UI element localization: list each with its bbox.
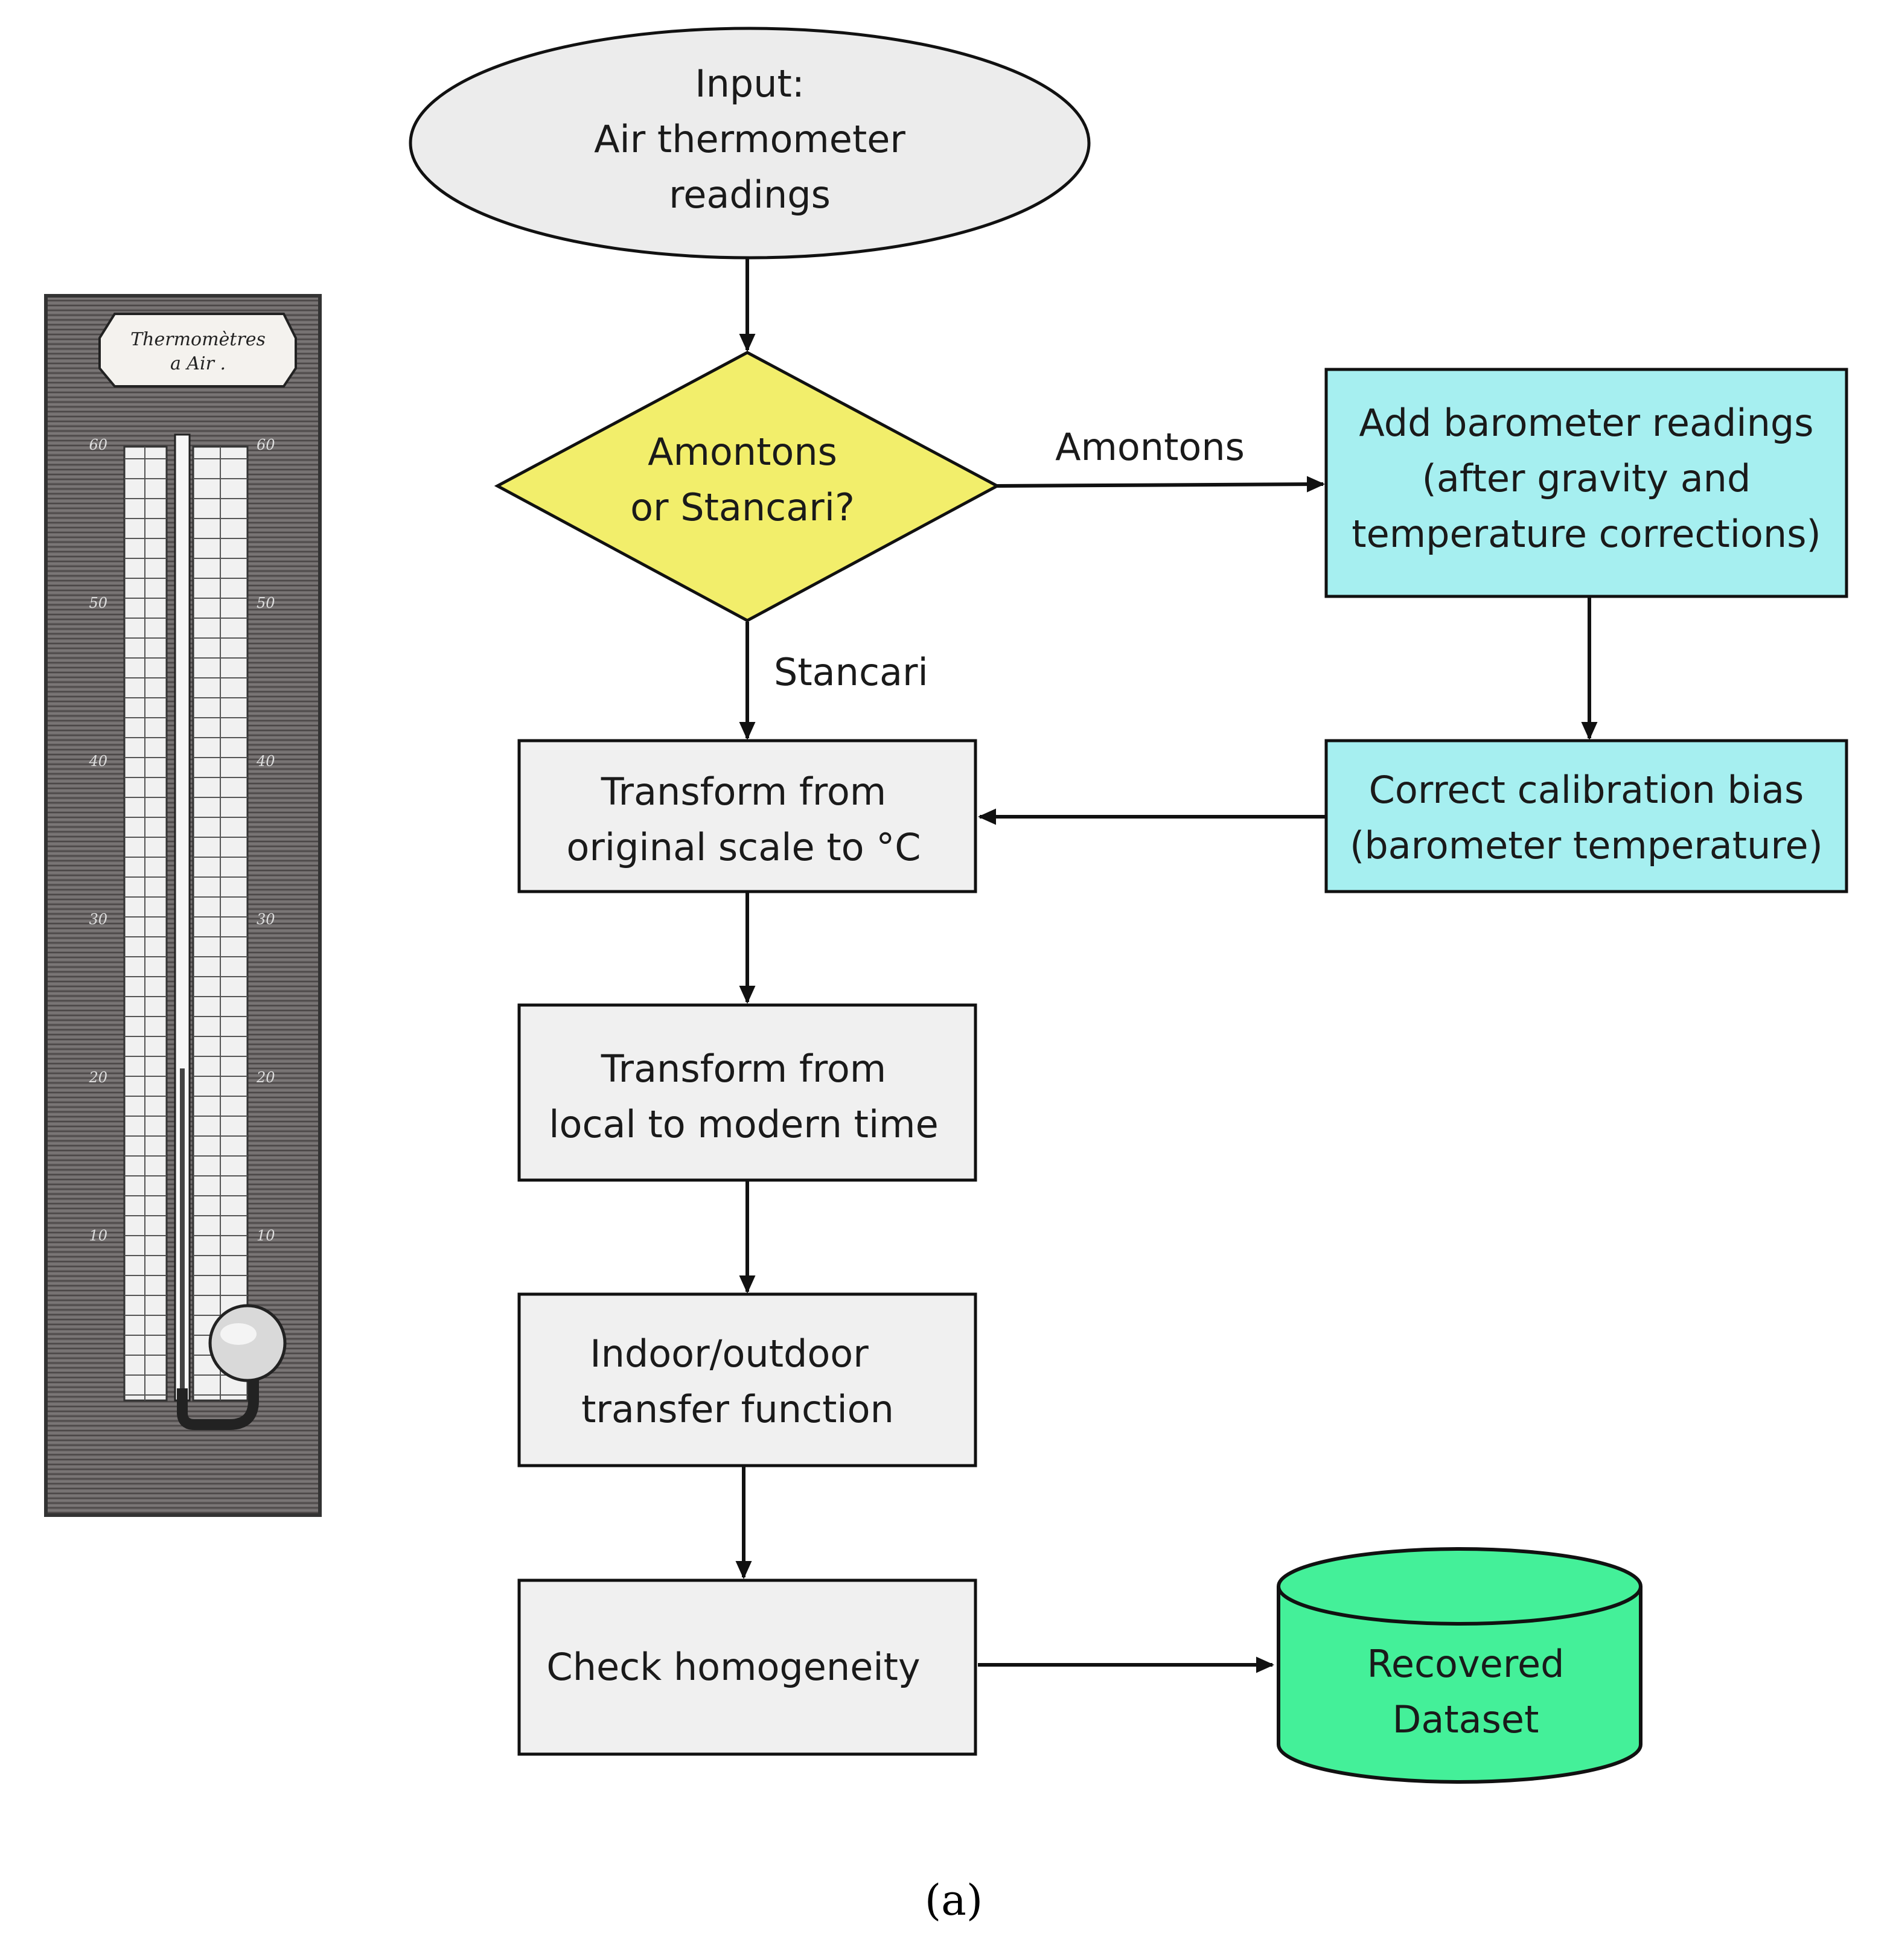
- thermometer-tick-label: 10: [257, 1227, 275, 1244]
- figure-caption: (a): [925, 1875, 983, 1925]
- edge-label-amontons: Amontons: [1055, 425, 1245, 469]
- node-calibration-shape: [1324, 739, 1848, 893]
- node-decision: Amontons or Stancari?: [494, 351, 1001, 622]
- node-transfer-line-1: Indoor/outdoor: [590, 1332, 869, 1376]
- node-scale-shape: [517, 739, 977, 893]
- edge-label-stancari: Stancari: [774, 650, 928, 694]
- thermometer-tick-label: 60: [89, 436, 107, 453]
- node-dataset-line-2: Dataset: [1393, 1697, 1539, 1741]
- node-barometer-line-3: temperature corrections): [1352, 512, 1821, 556]
- node-time-line-2: local to modern time: [549, 1102, 938, 1146]
- node-homogeneity-shape: [517, 1579, 977, 1756]
- node-decision-shape: [494, 351, 1001, 622]
- node-input-shape: [409, 27, 1091, 260]
- flow-edges: [735, 258, 1598, 1673]
- node-calibration: Correct calibration bias (barometer temp…: [1324, 739, 1848, 893]
- thermometer-tick-label: 40: [256, 753, 275, 770]
- node-dataset-top: [1277, 1547, 1642, 1626]
- node-time-shape: [517, 1003, 977, 1182]
- thermometer-tick-label: 60: [257, 436, 275, 453]
- thermometer-tick-label: 10: [89, 1227, 107, 1244]
- node-calibration-line-1: Correct calibration bias: [1369, 768, 1804, 812]
- thermometer-tick-label: 30: [257, 911, 275, 928]
- node-input-line-3: readings: [669, 173, 831, 217]
- thermometer-label-plate: [98, 313, 297, 388]
- node-input-line-1: Input:: [695, 62, 804, 106]
- node-homogeneity-line-1: Check homogeneity: [546, 1645, 920, 1689]
- node-time: Transform from local to modern time: [517, 1003, 977, 1182]
- node-decision-line-2: or Stancari?: [630, 485, 855, 529]
- node-scale: Transform from original scale to °C: [517, 739, 977, 893]
- node-time-line-1: Transform from: [601, 1047, 886, 1091]
- air-thermometer-illustration: Thermomètres a Air . 60 60 50 50 40 40 30 30 20 2…: [44, 294, 322, 1517]
- thermometer-label-line-1: Thermomètres: [130, 329, 266, 350]
- node-barometer-shape: [1324, 368, 1848, 598]
- node-dataset: Recovered Dataset: [1277, 1547, 1642, 1784]
- node-dataset-shape: [1277, 1586, 1642, 1784]
- node-input: Input: Air thermometer readings: [409, 27, 1091, 260]
- node-decision-line-1: Amontons: [648, 430, 837, 474]
- thermometer-scale: [123, 445, 249, 1402]
- node-dataset-line-1: Recovered: [1367, 1642, 1565, 1686]
- node-transfer: Indoor/outdoor transfer function: [517, 1292, 977, 1467]
- thermometer-label-line-2: a Air .: [170, 353, 226, 374]
- node-barometer-line-1: Add barometer readings: [1359, 401, 1813, 445]
- thermometer-tick-label: 40: [88, 753, 107, 770]
- node-scale-line-1: Transform from: [601, 770, 886, 814]
- node-homogeneity: Check homogeneity: [517, 1579, 977, 1756]
- node-barometer-line-2: (after gravity and: [1422, 456, 1751, 500]
- thermometer-tick-label: 30: [89, 911, 107, 928]
- thermometer-tick-label: 20: [256, 1069, 275, 1086]
- thermometer-liquid: [180, 1068, 185, 1406]
- node-barometer: Add barometer readings (after gravity an…: [1324, 368, 1848, 598]
- thermometer-tick-label: 50: [89, 595, 107, 611]
- node-input-line-2: Air thermometer: [594, 117, 905, 161]
- thermometer-u-bend: [177, 1352, 259, 1430]
- node-scale-line-2: original scale to °C: [566, 825, 921, 869]
- node-transfer-line-2: transfer function: [581, 1387, 894, 1431]
- edge-decision-to-barometer: [997, 476, 1325, 493]
- node-transfer-shape: [517, 1292, 977, 1467]
- thermometer-tick-label: 50: [257, 595, 275, 611]
- thermometer-tick-label: 20: [88, 1069, 107, 1086]
- node-calibration-line-2: (barometer temperature): [1350, 823, 1823, 867]
